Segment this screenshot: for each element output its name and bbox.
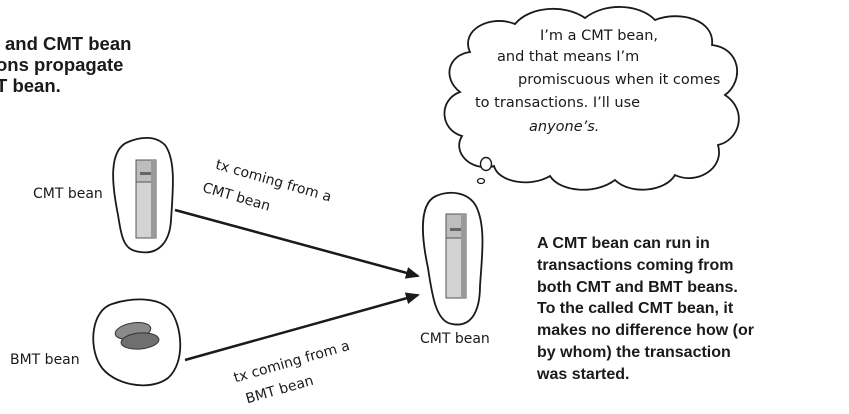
thought-line: promiscuous when it comes [518,72,721,88]
caption-line: both CMT and BMT beans. [537,278,738,296]
arrow-from-cmt [174,208,420,279]
label-bmt-source: BMT bean [10,352,80,368]
explanation-caption: A CMT bean can run in transactions comin… [537,233,849,386]
caption-line: To the called CMT bean, it [537,300,734,318]
heading-line: and CMT bean [5,33,132,54]
thought-cloud [443,6,740,191]
thought-line: I’m a CMT bean, [540,28,659,44]
arrow-from-bmt [184,292,420,362]
cmt-bean-source [112,136,174,254]
thought-bubble-dot [479,156,493,172]
section-heading: and CMT bean ons propagate T bean. [0,33,226,96]
thought-line: and that means I’m [497,49,640,65]
caption-line: makes no difference how (or [537,322,754,340]
label-cmt-target: CMT bean [420,331,490,347]
heading-line: T bean. [0,75,61,96]
cmt-bean-target [422,191,484,326]
thought-bubble-dot [476,177,486,185]
caption-line: was started. [537,365,630,383]
heading-line: ons propagate [0,54,124,75]
label-cmt-source: CMT bean [33,186,103,202]
caption-line: A CMT bean can run in [537,235,710,252]
caption-line: by whom) the transaction [537,343,731,361]
caption-line: transactions coming from [537,256,734,274]
thought-line: to transactions. I’ll use [475,95,641,111]
thought-line: anyone’s. [529,119,600,135]
bmt-bean-source [92,298,182,387]
